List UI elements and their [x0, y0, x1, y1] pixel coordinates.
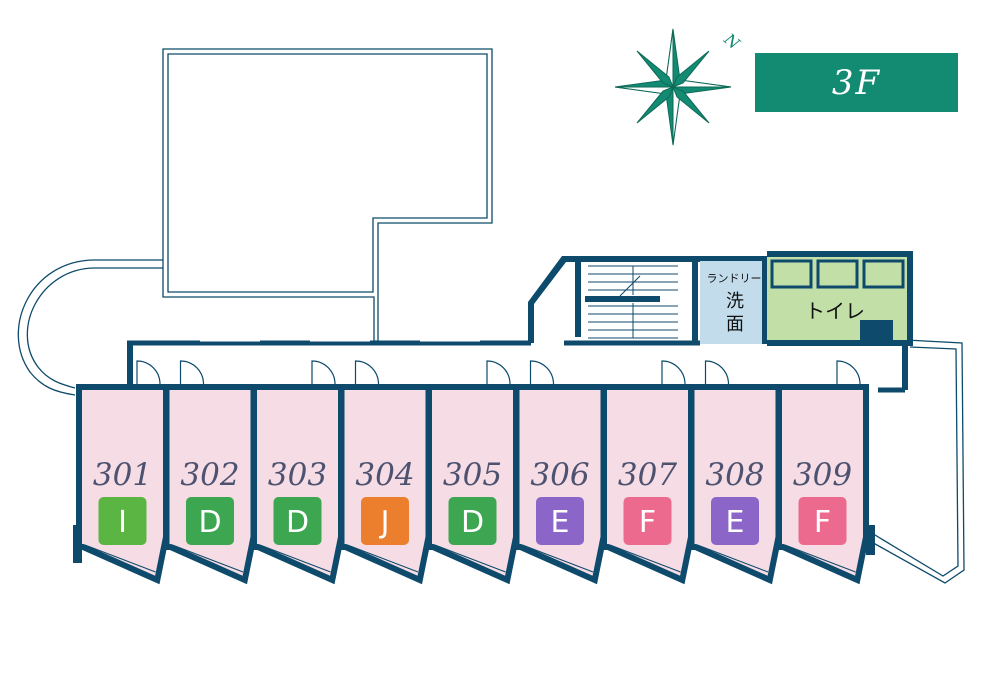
- room-window-line: [697, 544, 769, 573]
- washroom-label-1: 洗: [726, 291, 744, 312]
- compass-icon: N: [614, 29, 744, 146]
- toilet-area: トイレ: [767, 251, 913, 346]
- room-window-line: [172, 544, 244, 573]
- door-swing: [529, 360, 555, 385]
- room-type-badge: [623, 497, 672, 545]
- room-number: 303: [268, 457, 327, 493]
- door-swing: [311, 360, 336, 385]
- door-swing: [136, 360, 161, 385]
- room-number: 304: [355, 457, 414, 493]
- room-type-label: D: [286, 505, 309, 540]
- room-type-badge: [798, 497, 847, 545]
- room-type-badge: [98, 497, 147, 545]
- floor-label: 3F: [831, 62, 882, 103]
- laundry-label: ランドリー: [707, 272, 762, 285]
- left-balcony-outline: [17, 259, 163, 396]
- door-swing: [354, 360, 380, 385]
- room-number: 308: [705, 457, 764, 493]
- door-swing: [704, 360, 730, 385]
- room-type-label: I: [118, 505, 127, 540]
- compass-north-label: N: [720, 29, 744, 54]
- room-number: 309: [793, 457, 852, 493]
- room-number: 305: [443, 457, 502, 493]
- room-number: 301: [93, 457, 152, 493]
- room-type-label: F: [639, 505, 656, 540]
- room-window-line: [609, 544, 681, 573]
- room-number: 306: [530, 457, 589, 493]
- room-type-badge: [711, 497, 759, 545]
- room-type-badge: [448, 497, 497, 545]
- room-type-badge: [536, 497, 584, 545]
- floor-badge: 3F: [755, 53, 958, 112]
- room-number: 307: [618, 457, 677, 493]
- room-window-line: [784, 544, 856, 573]
- room-type-label: F: [814, 505, 831, 540]
- room-window-line: [347, 544, 419, 573]
- room-window-line: [522, 544, 594, 573]
- room-type-badge: [273, 497, 322, 545]
- room-window-line: [434, 544, 506, 573]
- room-window-line: [84, 544, 156, 573]
- room-number: 302: [180, 457, 239, 493]
- room-type-label: D: [461, 505, 484, 540]
- room-type-label: J: [379, 505, 390, 540]
- stairwell: [528, 256, 700, 344]
- right-balcony-outline: [867, 339, 965, 584]
- roof-outline: [162, 48, 493, 342]
- left-end-post: [73, 525, 82, 563]
- room-type-label: E: [551, 505, 570, 540]
- room-type-label: D: [198, 505, 221, 540]
- washroom-label-2: 面: [726, 314, 744, 335]
- washroom-area: ランドリー 洗 面: [700, 256, 768, 344]
- door-swing: [179, 360, 205, 385]
- room-type-label: E: [726, 505, 745, 540]
- door-swing: [661, 360, 686, 385]
- room-type-badge: [186, 497, 234, 545]
- room-window-line: [259, 544, 331, 573]
- room-type-badge: [361, 497, 409, 545]
- right-end-post: [866, 525, 875, 555]
- door-swing: [486, 360, 511, 385]
- toilet-label: トイレ: [805, 299, 865, 323]
- corridor-walls: [127, 338, 908, 393]
- door-swing: [836, 360, 861, 385]
